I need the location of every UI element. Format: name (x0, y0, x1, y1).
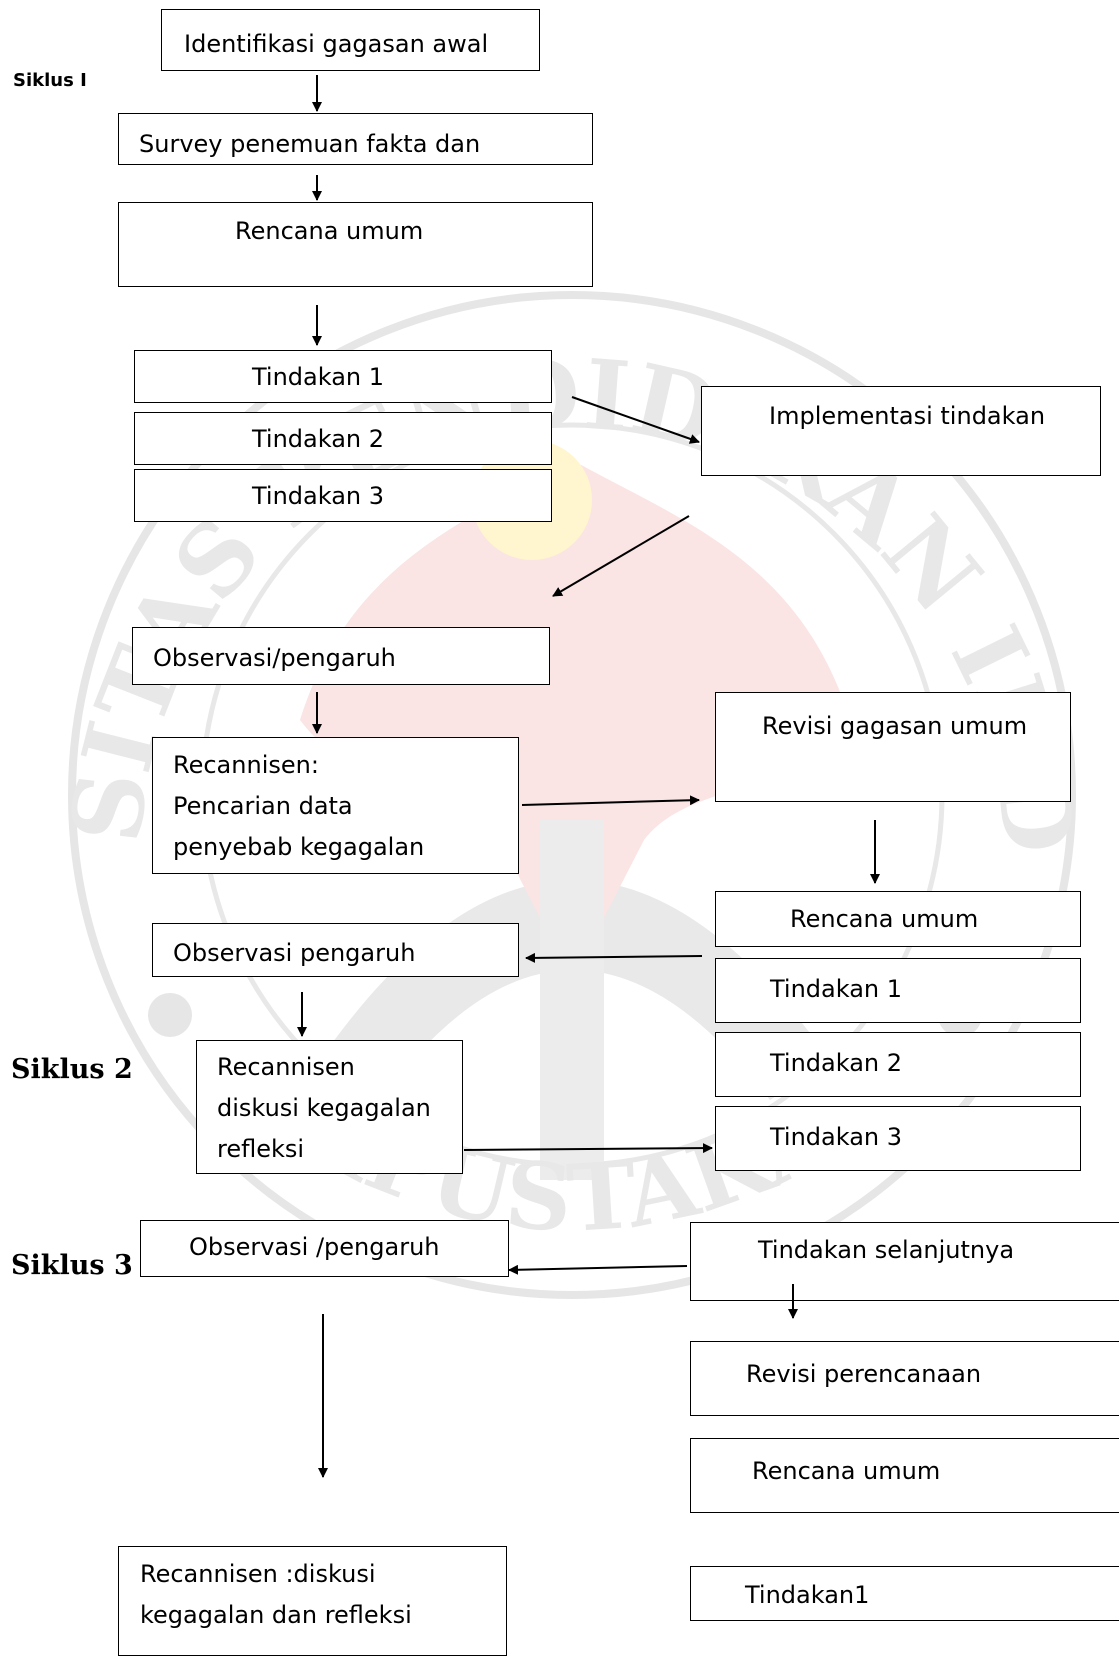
box-tindakan-2b: Tindakan 2 (715, 1032, 1081, 1097)
box-tindakan-2a: Tindakan 2 (134, 412, 552, 465)
box-revisi-gagasan-umum: Revisi gagasan umum (715, 692, 1071, 802)
box-tindakan-selanjutnya: Tindakan selanjutnya (690, 1222, 1119, 1301)
arrow-implementasi-to-observasi (552, 515, 690, 597)
box-recannisen-2: Recannisen diskusi kegagalan refleksi (196, 1040, 463, 1174)
box-implementasi-tindakan: Implementasi tindakan (701, 386, 1101, 476)
arrow-recannisen-to-revisi (521, 795, 700, 806)
box-recannisen-1: Recannisen: Pencarian data penyebab kega… (152, 737, 519, 874)
box-tindakan-1b: Tindakan 1 (715, 958, 1081, 1023)
box-rencana-umum-1: Rencana umum (118, 202, 593, 287)
arrow-tindakan-to-implementasi (571, 396, 700, 444)
label-siklus-2: Siklus 2 (11, 1054, 133, 1085)
label-siklus-3: Siklus 3 (11, 1250, 133, 1281)
box-observasi-pengaruh-3: Observasi /pengaruh (140, 1220, 509, 1277)
arrow-rencana-to-observasi-2 (525, 952, 703, 963)
box-rencana-umum-3: Rencana umum (690, 1438, 1119, 1513)
box-tindakan-3b: Tindakan 3 (715, 1106, 1081, 1171)
label-siklus-1: Siklus I (13, 70, 87, 91)
arrow-tindakan-selanjutnya-to-observasi-3 (508, 1264, 688, 1275)
box-revisi-perencanaan: Revisi perencanaan (690, 1341, 1119, 1416)
box-tindakan-3a: Tindakan 3 (134, 469, 552, 522)
box-identifikasi-gagasan-awal: Identifikasi gagasan awal (161, 9, 540, 71)
box-observasi-pengaruh-1: Observasi/pengaruh (132, 627, 550, 685)
box-observasi-pengaruh-2: Observasi pengaruh (152, 923, 519, 977)
box-tindakan-1a: Tindakan 1 (134, 350, 552, 403)
box-rencana-umum-2: Rencana umum (715, 891, 1081, 947)
box-tindakan-1c: Tindakan1 (690, 1566, 1119, 1621)
box-survey-penemuan-fakta: Survey penemuan fakta dan (118, 113, 593, 165)
arrow-recannisen-2-to-tindakan-3 (463, 1143, 713, 1154)
